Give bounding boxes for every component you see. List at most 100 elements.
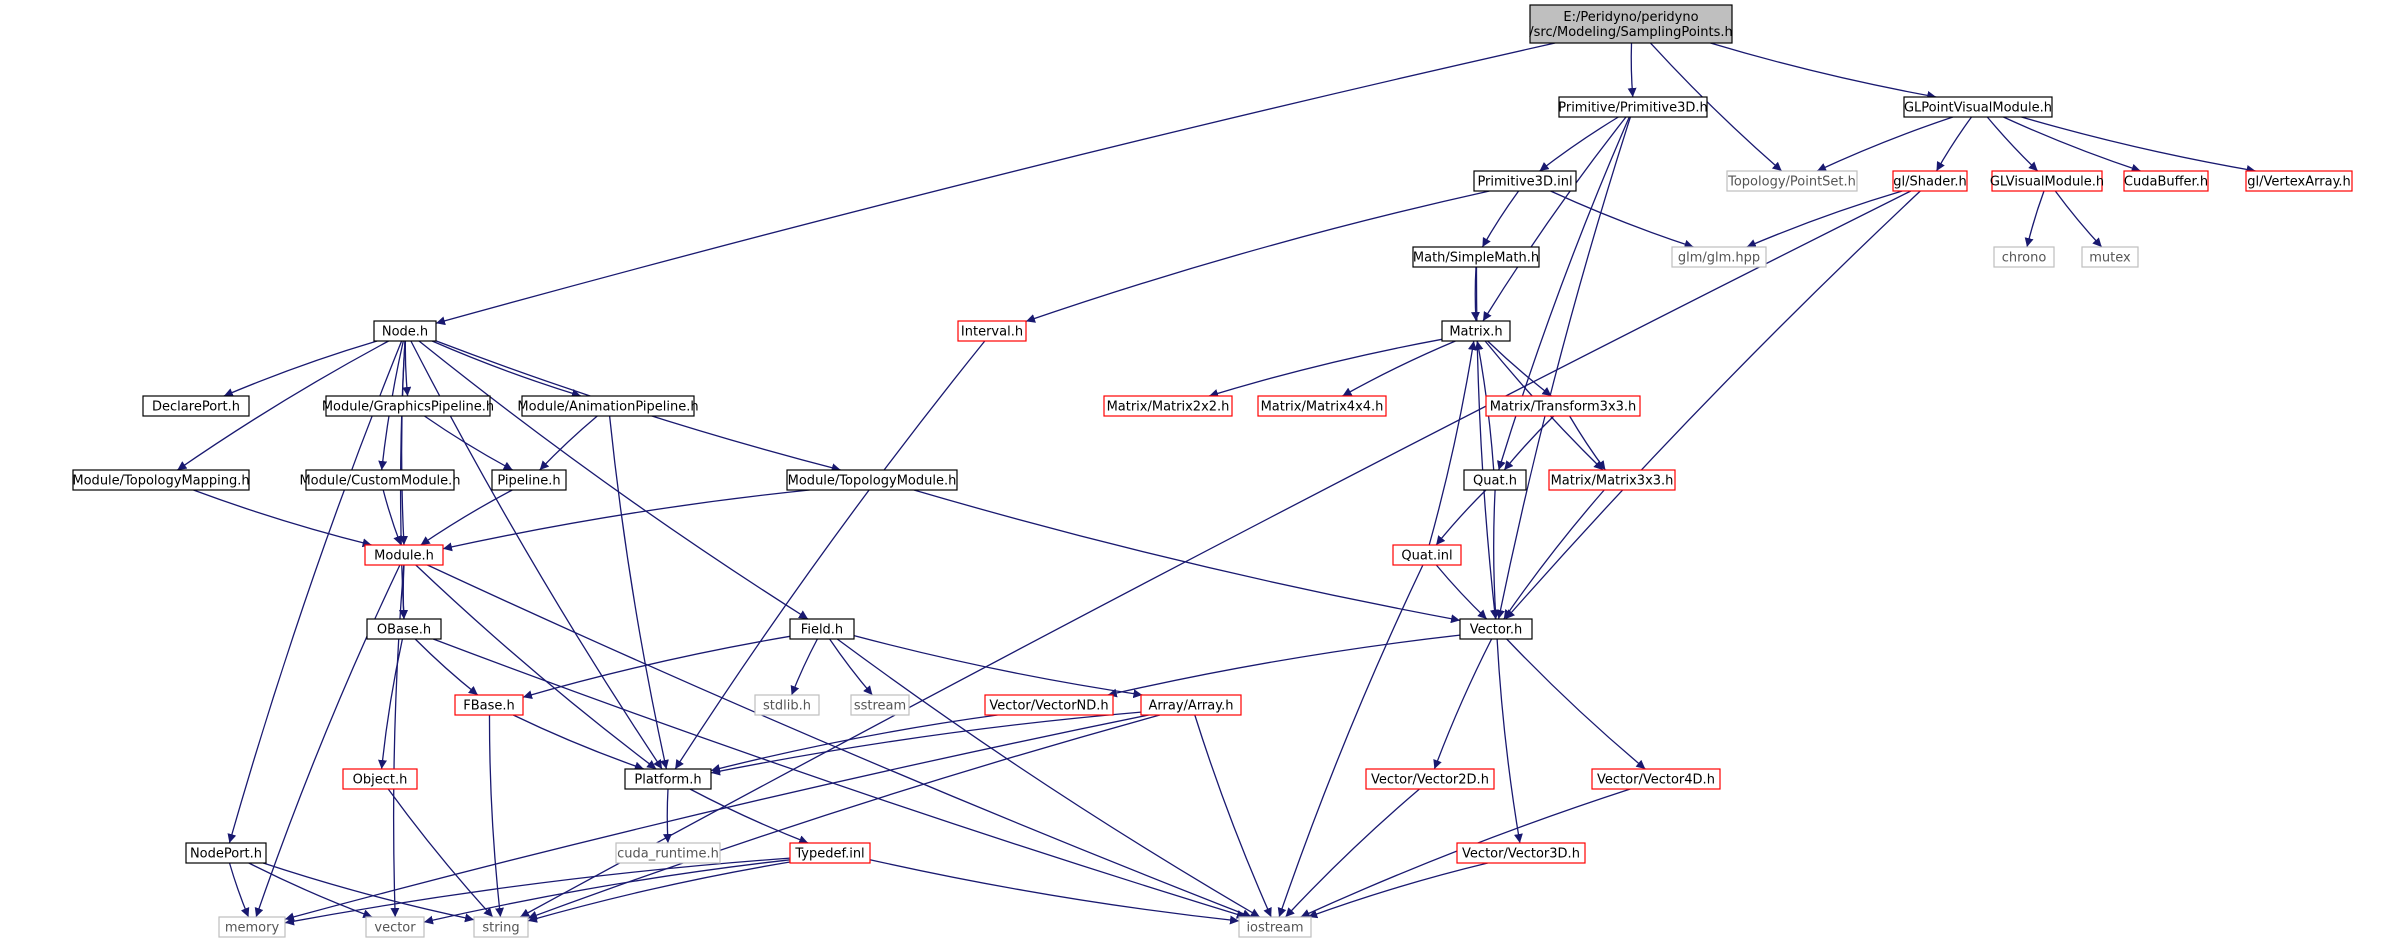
edge-n7-to-n12 — [2024, 190, 2045, 248]
node-n29[interactable]: Quat.inl — [1392, 544, 1462, 566]
edge-n43-to-n46 — [228, 862, 250, 918]
node-n14[interactable]: Interval.h — [957, 320, 1027, 342]
node-n5[interactable]: Primitive3D.inl — [1473, 170, 1577, 192]
node-label: cuda_runtime.h — [617, 847, 719, 862]
node-label: Module.h — [374, 549, 434, 564]
node-box — [72, 469, 250, 491]
node-label: Pipeline.h — [497, 474, 560, 489]
node-label: Topology/PointSet.h — [1727, 175, 1856, 190]
edge-n4-to-n3 — [1816, 116, 1954, 172]
node-box — [1991, 170, 2103, 192]
node-n7[interactable]: GLVisualModule.h — [1990, 170, 2104, 192]
node-n0[interactable]: E:/Peridyno/peridyno/src/Modeling/Sampli… — [1529, 4, 1733, 44]
node-n34: stdlib.h — [754, 694, 820, 716]
node-n47: vector — [365, 916, 425, 938]
node-n36[interactable]: Vector/VectorND.h — [984, 694, 1114, 716]
node-n42: cuda_runtime.h — [615, 842, 721, 864]
node-label: Math/SimpleMath.h — [1413, 251, 1539, 266]
node-n1[interactable]: Node.h — [373, 320, 437, 342]
node-box — [491, 469, 567, 491]
edge-n1-to-n31 — [418, 340, 809, 620]
node-n45[interactable]: Vector/Vector3D.h — [1456, 842, 1586, 864]
node-n30[interactable]: OBase.h — [366, 618, 442, 640]
edge-n39-to-n44 — [689, 788, 809, 844]
edge-n2-to-n15 — [1482, 116, 1627, 322]
node-box — [342, 768, 418, 790]
edge-n14-to-n39 — [674, 340, 986, 770]
node-n20[interactable]: Matrix/Matrix4x4.h — [1257, 395, 1387, 417]
node-label: Typedef.inl — [794, 847, 864, 862]
node-n37[interactable]: Array/Array.h — [1140, 694, 1242, 716]
node-n22[interactable]: Module/TopologyMapping.h — [72, 469, 250, 491]
node-n40[interactable]: Vector/Vector2D.h — [1365, 768, 1495, 790]
node-box — [1238, 916, 1312, 938]
edge-n24-to-n28 — [420, 489, 513, 546]
node-n8[interactable]: CudaBuffer.h — [2123, 170, 2209, 192]
node-n3: Topology/PointSet.h — [1726, 170, 1858, 192]
node-label: CudaBuffer.h — [2124, 175, 2208, 190]
node-n19[interactable]: Matrix/Matrix2x2.h — [1103, 395, 1233, 417]
node-n31[interactable]: Field.h — [789, 618, 855, 640]
node-n27[interactable]: Matrix/Matrix3x3.h — [1548, 469, 1676, 491]
node-n21[interactable]: Matrix/Transform3x3.h — [1485, 395, 1641, 417]
node-n2[interactable]: Primitive/Primitive3D.h — [1558, 96, 1708, 118]
edge-n1-to-n17 — [402, 340, 412, 397]
node-box — [2081, 246, 2139, 268]
edge-n2-to-n26 — [1497, 116, 1630, 471]
node-n26[interactable]: Quat.h — [1463, 469, 1527, 491]
node-n6[interactable]: gl/Shader.h — [1892, 170, 1968, 192]
edge-n30-to-n49 — [432, 638, 1246, 919]
node-label: gl/Shader.h — [1893, 175, 1966, 190]
edge-n25-to-n32 — [913, 489, 1461, 624]
edge-n31-to-n35 — [829, 638, 873, 696]
node-n44[interactable]: Typedef.inl — [789, 842, 871, 864]
edge-n37-to-n46 — [284, 714, 1149, 922]
edges — [177, 42, 2256, 926]
edge-n4-to-n6 — [1935, 116, 1973, 172]
node-label: Node.h — [382, 325, 428, 340]
node-n32[interactable]: Vector.h — [1459, 618, 1533, 640]
node-label: Vector/Vector4D.h — [1597, 773, 1715, 788]
node-n25[interactable]: Module/TopologyModule.h — [786, 469, 958, 491]
nodes: E:/Peridyno/peridyno/src/Modeling/Sampli… — [72, 4, 2353, 938]
node-label: GLPointVisualModule.h — [1904, 101, 2052, 116]
node-n39[interactable]: Platform.h — [624, 768, 712, 790]
node-n28[interactable]: Module.h — [364, 544, 444, 566]
node-n13: mutex — [2081, 246, 2139, 268]
node-n35: sstream — [850, 694, 910, 716]
node-n43[interactable]: NodePort.h — [185, 842, 267, 864]
node-box — [142, 395, 250, 417]
node-n41[interactable]: Vector/Vector4D.h — [1591, 768, 1721, 790]
node-n9[interactable]: gl/VertexArray.h — [2245, 170, 2353, 192]
node-label: Vector/Vector2D.h — [1371, 773, 1489, 788]
node-n23[interactable]: Module/CustomModule.h — [299, 469, 461, 491]
node-box — [984, 694, 1114, 716]
edge-n28-to-n46 — [254, 564, 401, 918]
edge-n1-to-n22 — [177, 340, 389, 471]
node-n46: memory — [218, 916, 286, 938]
node-box — [1392, 544, 1462, 566]
edge-n5-to-n10 — [1481, 190, 1520, 248]
node-label: GLVisualModule.h — [1990, 175, 2104, 190]
node-box — [1140, 694, 1242, 716]
node-box — [624, 768, 712, 790]
node-n17[interactable]: Module/GraphicsPipeline.h — [322, 395, 494, 417]
node-n18[interactable]: Module/AnimationPipeline.h — [517, 395, 699, 417]
edge-n15-to-n19 — [1208, 338, 1443, 398]
node-n10[interactable]: Math/SimpleMath.h — [1412, 246, 1540, 268]
node-n24[interactable]: Pipeline.h — [491, 469, 567, 491]
node-box — [754, 694, 820, 716]
node-n16[interactable]: DeclarePort.h — [142, 395, 250, 417]
edge-n44-to-n47 — [423, 859, 791, 925]
node-n38[interactable]: Object.h — [342, 768, 418, 790]
node-n33[interactable]: FBase.h — [454, 694, 524, 716]
node-label: iostream — [1246, 921, 1303, 936]
node-n4[interactable]: GLPointVisualModule.h — [1903, 96, 2053, 118]
edge-n25-to-n28 — [442, 489, 810, 552]
node-label: Matrix/Matrix2x2.h — [1107, 400, 1230, 415]
node-box — [1459, 618, 1533, 640]
node-n15[interactable]: Matrix.h — [1441, 320, 1511, 342]
node-box — [789, 618, 855, 640]
edge-n23-to-n28 — [382, 489, 402, 546]
edge-n36-to-n39 — [710, 714, 998, 773]
